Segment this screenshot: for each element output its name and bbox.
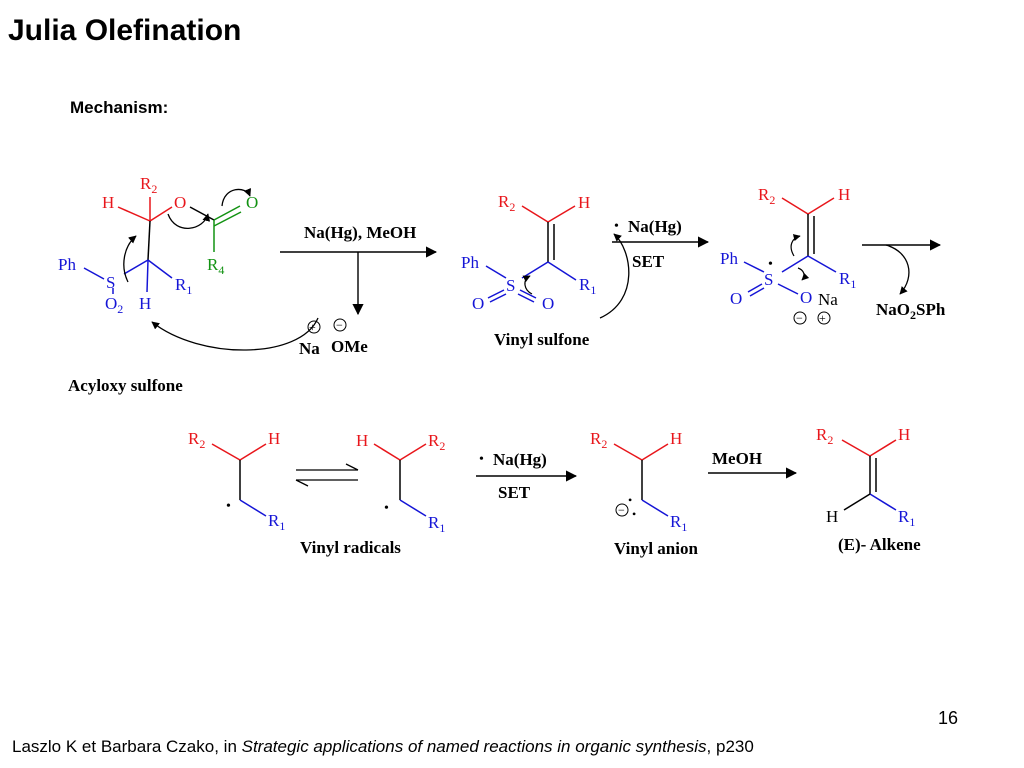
- ph-label: Ph: [461, 253, 479, 272]
- acyloxy-sulfone-label: Acyloxy sulfone: [68, 376, 183, 395]
- r2-label: R2: [428, 431, 445, 453]
- r2-label: R2: [758, 185, 775, 207]
- plus-charge-icon: [817, 311, 831, 325]
- r2-label: R2: [188, 429, 205, 451]
- r2-label: R2: [498, 192, 515, 214]
- byproduct-arrow: [885, 244, 910, 295]
- s-atom: S: [764, 270, 773, 289]
- h-atom: H: [898, 425, 910, 444]
- vinyl-radicals-label: Vinyl radicals: [300, 538, 401, 557]
- r1-label: R1: [175, 275, 192, 297]
- vinyl-sulfone-structure: R2 H Ph S O O R1: [461, 192, 630, 319]
- r1-label: R1: [839, 269, 856, 291]
- citation-suffix: , p230: [706, 737, 754, 756]
- minus-sign: −: [796, 311, 803, 325]
- base-ome: OMe: [331, 337, 368, 356]
- o-atom-right: O: [800, 288, 812, 307]
- carbonyl-o-atom: O: [246, 193, 258, 212]
- vinyl-radical-1: R2 H • R1: [188, 429, 285, 533]
- r1-label: R1: [670, 512, 687, 534]
- vinyl-radical-2: H R2 • R1: [356, 431, 445, 535]
- h-atom: H: [578, 193, 590, 212]
- h-atom: H: [838, 185, 850, 204]
- page-number: 16: [937, 708, 958, 728]
- minus-sign: −: [618, 503, 625, 517]
- vinyl-sulfone-label: Vinyl sulfone: [494, 330, 590, 349]
- lone-pair-dot: •: [632, 507, 636, 521]
- equilibrium-arrows: [295, 463, 359, 487]
- h-atom: H: [670, 429, 682, 448]
- radical-dot: •: [768, 257, 773, 272]
- r1-label: R1: [898, 507, 915, 529]
- e-alkene-label: (E)- Alkene: [838, 535, 921, 554]
- step4-reagent: Na(Hg): [493, 450, 547, 469]
- e-alkene-structure: R2 H H R1: [816, 425, 915, 529]
- minus-sign: −: [336, 318, 343, 332]
- h-atom-bottom: H: [826, 507, 838, 526]
- radical-dot: •: [479, 452, 484, 467]
- step1-reagent: Na(Hg), MeOH: [304, 223, 416, 242]
- r1-label: R1: [579, 275, 596, 297]
- plus-charge-icon: [307, 320, 321, 334]
- h-atom: H: [268, 429, 280, 448]
- r2-label: R2: [140, 174, 157, 196]
- o-atom-left: O: [472, 294, 484, 313]
- citation: Laszlo K et Barbara Czako, in Strategic …: [12, 737, 754, 757]
- s-atom: S: [106, 273, 115, 292]
- step5-reagent: MeOH: [712, 449, 762, 468]
- citation-prefix: Laszlo K et Barbara Czako, in: [12, 737, 242, 756]
- r2-label: R2: [816, 425, 833, 447]
- step2-condition: SET: [632, 252, 665, 271]
- base-na: Na: [299, 339, 320, 358]
- slide-title: Julia Olefination: [8, 14, 242, 47]
- radical-dot: •: [384, 501, 389, 516]
- base-attack-arrow: [151, 317, 319, 351]
- s-atom: S: [506, 276, 515, 295]
- h-atom-bottom: H: [139, 294, 151, 313]
- radical-dot: •: [614, 219, 619, 234]
- radical-anion-structure: R2 H Ph • S O O Na − + R1: [720, 185, 856, 325]
- o-atom-left: O: [730, 289, 742, 308]
- minus-charge-icon: [615, 503, 629, 517]
- o-atom: O: [174, 193, 186, 212]
- minus-charge-icon: [333, 318, 347, 332]
- byproduct-label: NaO2SPh: [876, 300, 946, 322]
- acyloxy-sulfone-structure: R2 H O O R4 Ph S O2 R1 H: [58, 174, 258, 316]
- radical-dot: •: [226, 499, 231, 514]
- r1-label: R1: [268, 511, 285, 533]
- na-atom: Na: [818, 290, 838, 309]
- lone-pair-dot: •: [628, 493, 632, 507]
- so2-label: O2: [105, 294, 123, 316]
- o-atom-right: O: [542, 294, 554, 313]
- ph-label: Ph: [720, 249, 738, 268]
- plus-sign: +: [819, 311, 826, 325]
- step2-reagent: Na(Hg): [628, 217, 682, 236]
- ph-label: Ph: [58, 255, 76, 274]
- vinyl-anion-label: Vinyl anion: [614, 539, 698, 558]
- h-atom: H: [356, 431, 368, 450]
- h-atom: H: [102, 193, 114, 212]
- citation-book-title: Strategic applications of named reaction…: [241, 737, 707, 756]
- minus-charge-icon: [793, 311, 807, 325]
- vinyl-anion-structure: R2 H − • • R1: [590, 429, 687, 534]
- r4-label: R4: [207, 255, 224, 277]
- r1-label: R1: [428, 513, 445, 535]
- step4-condition: SET: [498, 483, 531, 502]
- r2-label: R2: [590, 429, 607, 451]
- mechanism-label: Mechanism:: [70, 98, 169, 117]
